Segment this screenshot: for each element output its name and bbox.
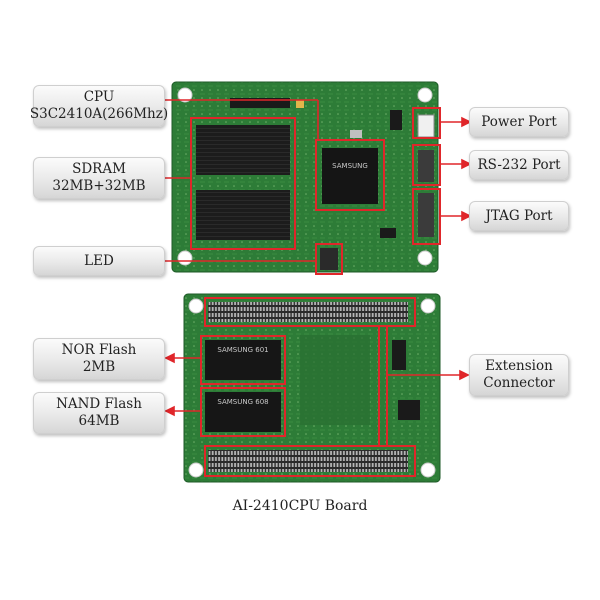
- led-component: [320, 248, 338, 270]
- led-highlight: [315, 243, 343, 275]
- nand-flash-label: NAND Flash 64MB: [33, 392, 165, 434]
- cpu-chip-marking: SAMSUNG: [332, 162, 368, 170]
- cpu-label-line2: S3C2410A(266Mhz): [29, 106, 169, 122]
- rs232-highlight: [412, 144, 441, 186]
- led-label: LED: [33, 246, 165, 276]
- bottom-leaders: [164, 352, 470, 417]
- sdram-highlight: [190, 117, 296, 250]
- rs232-port-label: RS-232 Port: [469, 150, 569, 180]
- jtag-port-label-line1: JTAG Port: [485, 207, 553, 224]
- sdram-label-line1: SDRAM: [72, 161, 126, 177]
- ext-side-highlight: [378, 325, 388, 447]
- power-port-label-line1: Power Port: [481, 113, 557, 130]
- sdram-chip-1: [196, 125, 290, 175]
- top-leaders: [165, 99, 472, 262]
- nor-flash-label: NOR Flash 2MB: [33, 338, 165, 380]
- extension-connector-label: Extension Connector: [469, 354, 569, 396]
- jtag-connector: [418, 193, 434, 237]
- cpu-highlight: [315, 139, 385, 211]
- sdram-label-line2: 32MB+32MB: [52, 178, 146, 194]
- nor-chip-marking: SAMSUNG 601: [217, 346, 268, 354]
- nand-chip-marking: SAMSUNG 608: [217, 398, 268, 406]
- ext-bottom-highlight: [204, 445, 416, 477]
- rs232-connector: [418, 150, 434, 182]
- cpu-label: CPU S3C2410A(266Mhz): [29, 85, 169, 127]
- nor-flash-label-line1: NOR Flash: [61, 342, 137, 358]
- cpu-label-line1: CPU: [83, 89, 115, 105]
- ext-top-highlight: [204, 297, 416, 327]
- led-label-line1: LED: [84, 252, 114, 269]
- extension-connector-label-line2: Connector: [483, 375, 555, 391]
- nand-flash-chip: [205, 392, 281, 432]
- nor-highlight: [200, 335, 286, 385]
- cpu-chip: [322, 148, 378, 204]
- nor-flash-label-line2: 2MB: [82, 359, 116, 375]
- nand-flash-label-line1: NAND Flash: [56, 396, 142, 412]
- top-board: SAMSUNG: [171, 81, 439, 273]
- rs232-port-label-line1: RS-232 Port: [477, 156, 561, 173]
- power-port-highlight: [412, 107, 441, 139]
- power-connector: [417, 114, 435, 138]
- nor-flash-chip: [205, 340, 281, 380]
- nand-flash-label-line2: 64MB: [78, 413, 120, 429]
- extension-connector-label-line1: Extension: [485, 358, 553, 374]
- jtag-port-label: JTAG Port: [469, 201, 569, 231]
- nand-highlight: [200, 387, 286, 437]
- sdram-chip-2: [196, 190, 290, 240]
- board-caption: AI-2410CPU Board: [232, 498, 368, 514]
- bottom-highlights: [200, 297, 416, 477]
- sdram-label: SDRAM 32MB+32MB: [33, 157, 165, 199]
- extension-connector-top: [208, 302, 408, 322]
- extension-connector-bottom: [208, 450, 408, 472]
- power-port-label: Power Port: [469, 107, 569, 137]
